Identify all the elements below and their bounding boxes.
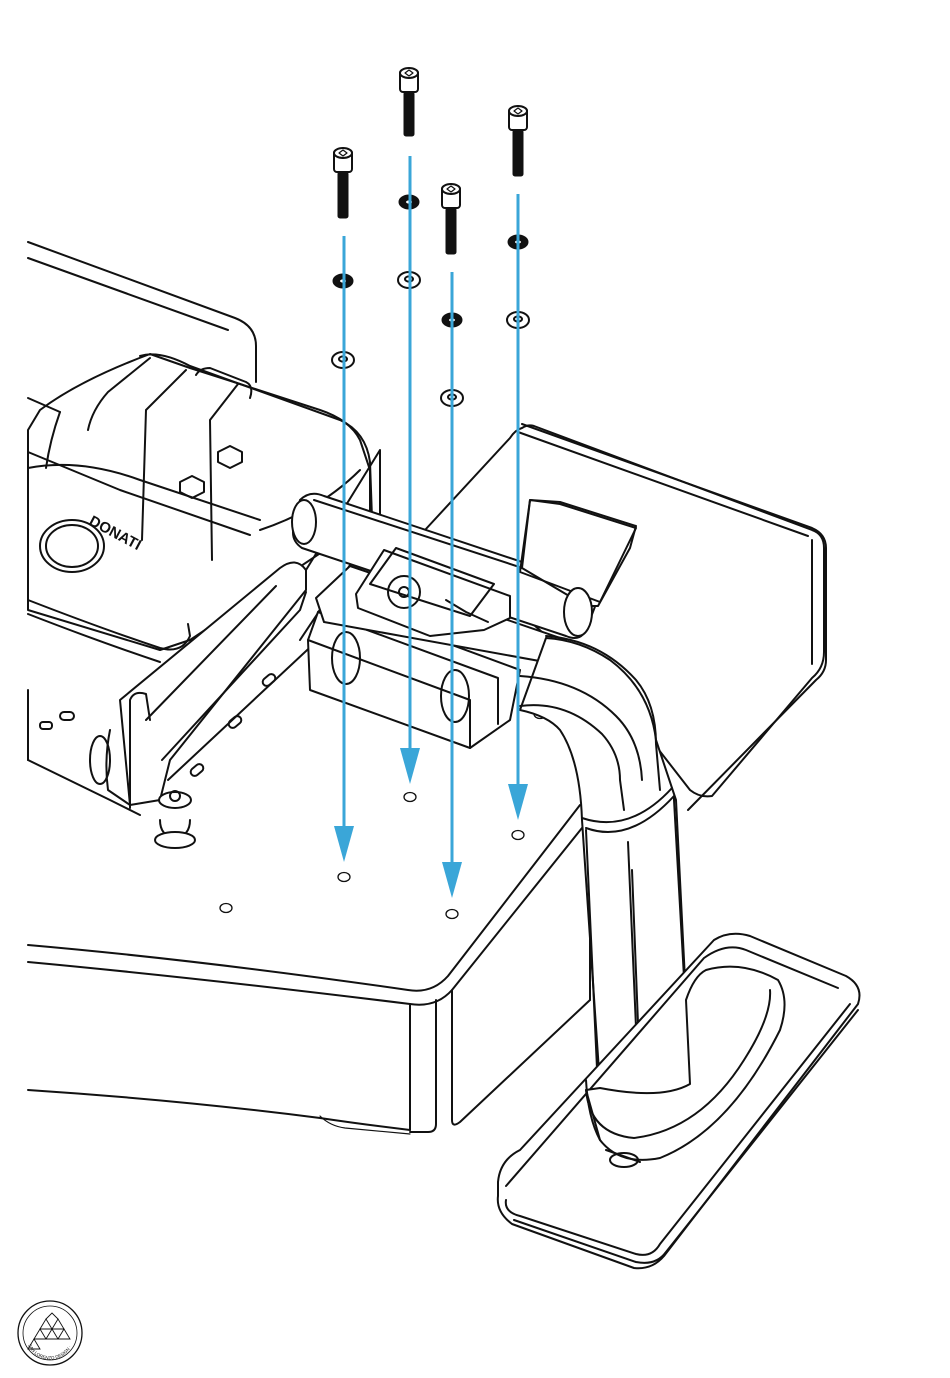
screw-1 — [338, 172, 348, 218]
hole-4 — [512, 831, 524, 840]
logo-seal: SAN LORENZO DESIGN · MADE IN ITALY — [18, 1301, 82, 1365]
hole-1 — [338, 873, 350, 882]
hole-2 — [404, 793, 416, 802]
foot — [498, 934, 860, 1269]
screw-3 — [446, 208, 456, 254]
screw-2 — [404, 92, 414, 136]
screw-4 — [513, 130, 523, 176]
hole-3 — [446, 910, 458, 919]
